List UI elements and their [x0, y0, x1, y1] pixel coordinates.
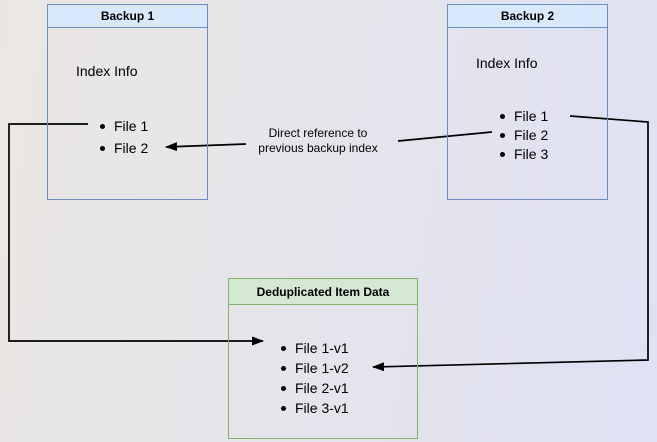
- backup2-title: Backup 2: [500, 9, 555, 23]
- dedup-file-item: File 1-v2: [281, 358, 349, 378]
- dedup-title: Deduplicated Item Data: [256, 284, 390, 299]
- backup2-header: Backup 2: [448, 5, 607, 28]
- backup2-file-item: File 3: [500, 145, 548, 164]
- direct-reference-annotation: Direct reference to previous backup inde…: [238, 126, 398, 156]
- backup2-file-item: File 2: [500, 126, 548, 145]
- backup1-header: Backup 1: [48, 5, 207, 28]
- backup2-index-info-label: Index Info: [476, 55, 538, 71]
- annotation-line1: Direct reference to: [268, 126, 368, 140]
- backup1-file-item: File 2: [100, 137, 148, 159]
- backup2-file-item: File 1: [500, 107, 548, 126]
- backup1-file-item: File 1: [100, 115, 148, 137]
- backup1-title: Backup 1: [100, 9, 155, 23]
- backup1-index-info-label: Index Info: [76, 63, 138, 79]
- dedup-file-item: File 1-v1: [281, 338, 349, 358]
- dedup-header: Deduplicated Item Data: [229, 279, 417, 305]
- dedup-file-item: File 3-v1: [281, 398, 349, 418]
- dedup-file-item: File 2-v1: [281, 378, 349, 398]
- annotation-line2: previous backup index: [258, 141, 378, 155]
